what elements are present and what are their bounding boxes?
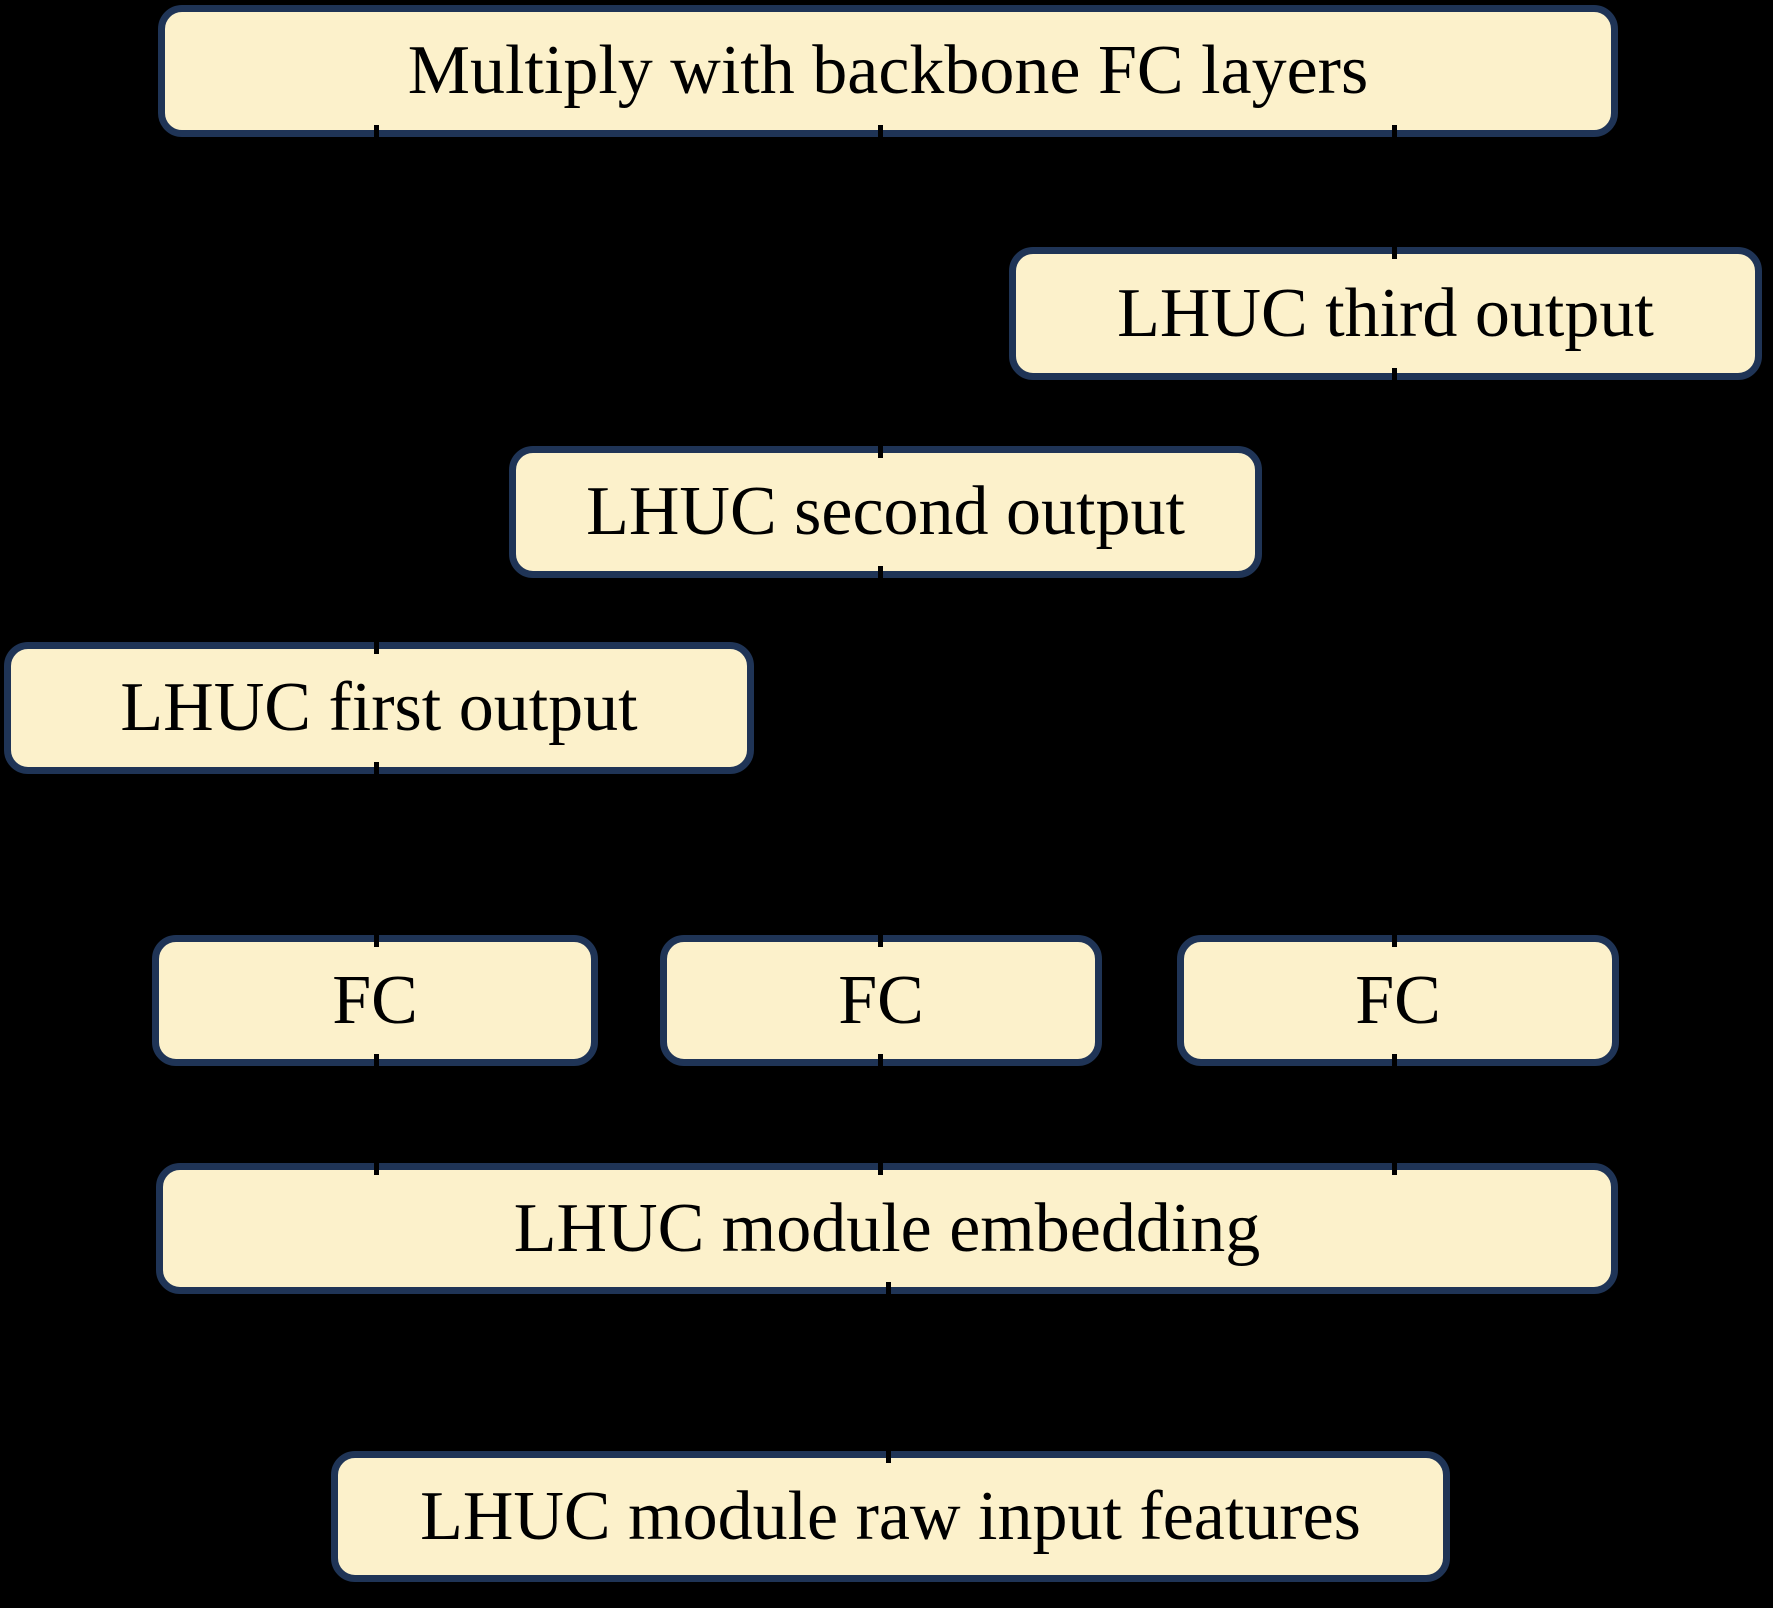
connector-embedding-to-fc3 [1392,1054,1397,1175]
connector-third-output-to-multiply [1392,125,1397,259]
connector-raw-input-to-embedding [886,1282,891,1463]
node-lhuc-module-raw-input-features: LHUC module raw input features [331,1451,1450,1582]
connector-embedding-to-fc2 [878,1054,883,1175]
connector-embedding-to-fc1 [374,1054,379,1175]
node-lhuc-first-output: LHUC first output [4,642,754,774]
node-lhuc-third-output: LHUC third output [1009,247,1762,380]
node-lhuc-module-embedding: LHUC module embedding [156,1163,1618,1294]
node-fc-1: FC [152,935,598,1066]
connector-fc3-to-third-output [1392,368,1397,947]
connector-second-output-to-multiply [878,125,883,458]
node-multiply-with-backbone-fc-layers: Multiply with backbone FC layers [158,5,1618,137]
node-fc-2: FC [660,935,1102,1066]
connector-fc1-to-first-output [374,762,379,947]
connector-fc2-to-second-output [878,566,883,947]
connector-first-output-to-multiply [374,125,379,654]
node-lhuc-second-output: LHUC second output [509,446,1262,578]
node-fc-3: FC [1177,935,1619,1066]
